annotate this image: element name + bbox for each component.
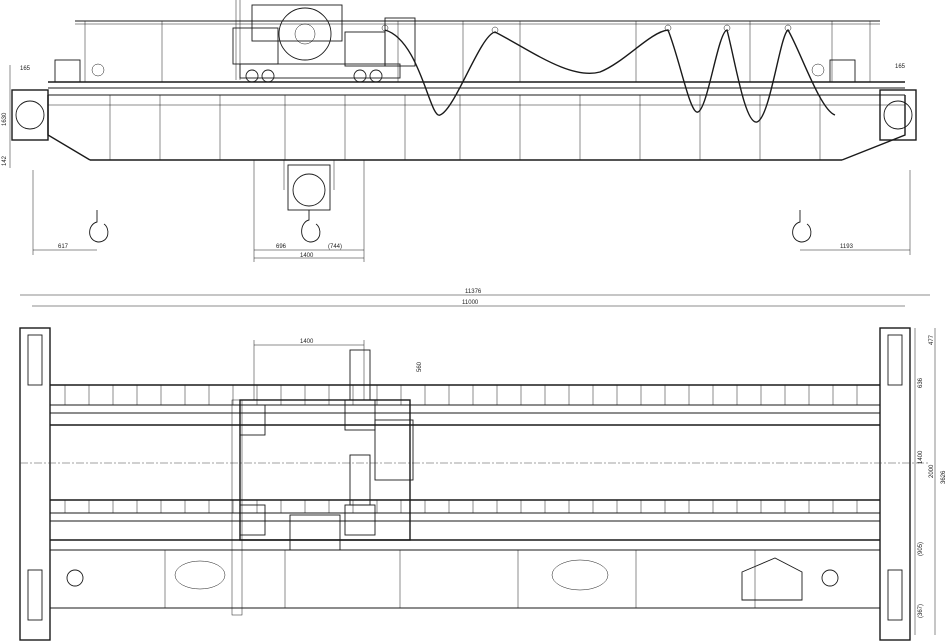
dim-right-7: (367): [918, 604, 924, 618]
dim-right-5: 2000: [929, 464, 935, 478]
dim-hook-left-offset: 617: [58, 244, 69, 250]
dim-plan-trolley-gauge: 1400: [300, 339, 314, 345]
festoon-cable: [384, 29, 836, 123]
dim-right-3: 1400: [918, 450, 924, 464]
dim-trolley-base: 1400: [300, 253, 314, 259]
dim-right-4: 3626: [941, 470, 947, 484]
dim-trolley-offset: 560: [417, 361, 423, 372]
dim-right-2: 636: [918, 377, 924, 388]
dim-right-6: (905): [918, 542, 924, 556]
dim-right-1: 477: [929, 334, 935, 345]
dim-left-low: 142: [2, 155, 8, 166]
plan-view: 11376 11000: [19, 289, 947, 641]
dim-left-top: 165: [20, 66, 31, 72]
dim-overall-length: 11376: [465, 289, 482, 295]
dim-hook-center-a: 696: [276, 244, 287, 250]
hook-right-icon: [792, 210, 812, 243]
dim-hook-center-b: (744): [328, 244, 342, 250]
hook-left-icon: [89, 210, 109, 243]
dim-hook-right-offset: 1193: [840, 244, 854, 250]
dim-right-top: 165: [895, 64, 906, 70]
side-view: 617 696 (744) 1400 1193 165 1630 142 165: [2, 0, 917, 262]
dim-left-main: 1630: [2, 112, 8, 126]
dim-span: 11000: [462, 300, 479, 306]
